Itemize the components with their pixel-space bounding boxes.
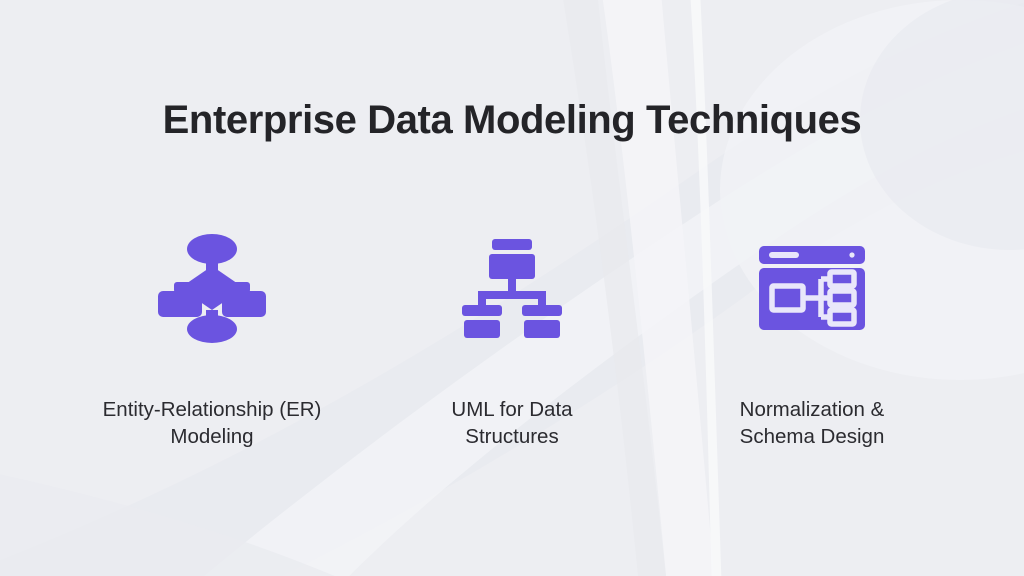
technique-label-line-1: Entity-Relationship (ER) — [102, 398, 322, 421]
uml-class-hierarchy-icon — [462, 239, 562, 338]
er-diagram-icon-wrap — [156, 232, 268, 344]
techniques-row: Entity-Relationship (ER) Modeling — [62, 232, 962, 450]
uml-class-hierarchy-icon-wrap — [461, 232, 563, 344]
technique-card-normalization: Normalization & Schema Design — [662, 232, 962, 450]
technique-label-line-2: Schema Design — [739, 425, 885, 449]
technique-label-line-2: Structures — [465, 425, 559, 449]
window-title-dot — [849, 252, 855, 258]
schema-window-icon-wrap — [759, 232, 865, 344]
technique-card-uml: UML for Data Structures — [362, 232, 662, 450]
technique-label: UML for Data Structures — [451, 396, 572, 450]
page-title: Enterprise Data Modeling Techniques — [162, 98, 862, 142]
er-diagram-icon — [158, 234, 266, 343]
technique-label: Normalization & Schema Design — [740, 396, 885, 450]
window-title-bar — [759, 246, 865, 264]
technique-label: Entity-Relationship (ER) Modeling — [103, 396, 322, 450]
schema-window-icon — [759, 246, 865, 330]
technique-card-entity-relationship: Entity-Relationship (ER) Modeling — [62, 232, 362, 450]
window-title-pill — [769, 252, 799, 258]
technique-label-line-2: Modeling — [170, 425, 254, 449]
technique-label-line-1: Normalization & — [739, 398, 885, 421]
technique-label-line-1: UML for Data — [451, 398, 573, 421]
